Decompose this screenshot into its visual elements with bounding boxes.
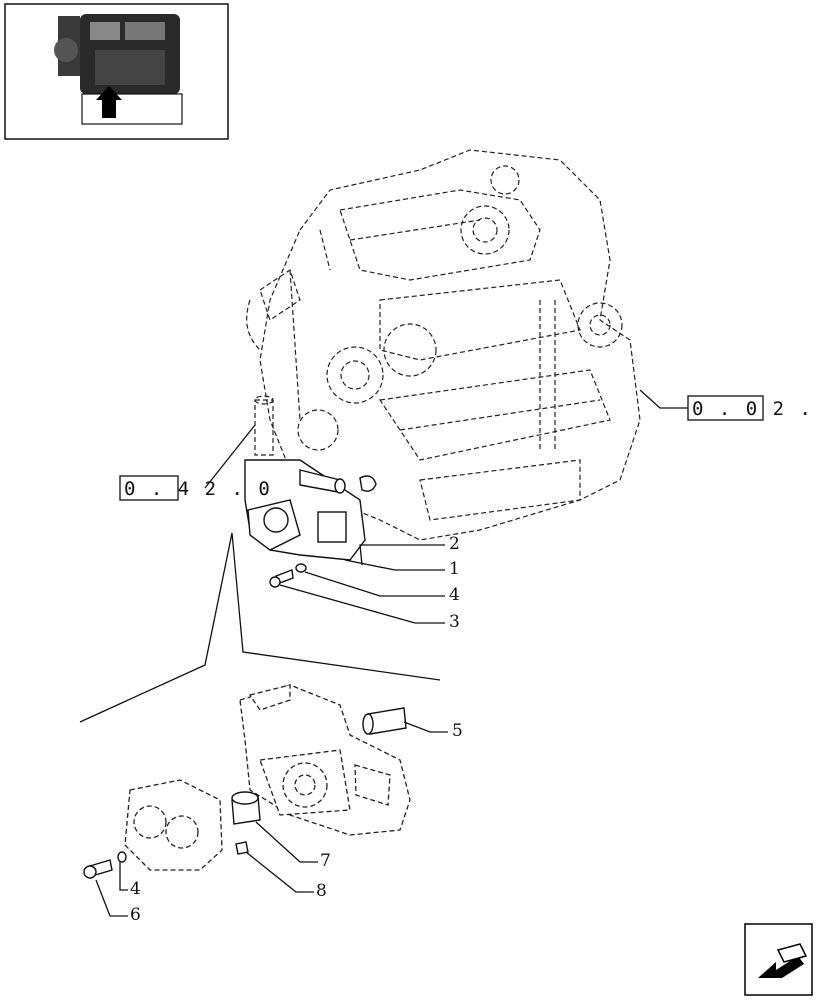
reference-0-02[interactable]: 0 . 0 2 . 1 / [639,389,820,421]
callout-4-lower: 4 [130,879,141,899]
callout-8: 8 [316,881,327,901]
callout-1: 1 [449,559,460,579]
location-arrow-icon [96,86,122,118]
next-page-arrow-icon[interactable] [744,923,813,996]
reference-0-42[interactable]: 0 . 4 2 . 0 [119,424,272,501]
exploded-pump-parts [83,684,411,879]
callout-6: 6 [130,905,141,925]
reference-label-0-02: 0 . 0 2 . 1 / [692,398,820,420]
engine-thumbnail[interactable] [4,3,229,140]
callout-labels: 2 1 4 3 5 7 8 4 6 [130,534,463,925]
leader-lines [95,544,448,917]
reference-label-0-42: 0 . 4 2 . 0 [124,478,272,500]
oil-pump-installed [244,395,377,588]
callout-7: 7 [320,851,331,871]
explosion-guide-lines [79,532,441,723]
engine-outline [246,149,641,541]
callout-3: 3 [449,612,460,632]
callout-4: 4 [449,585,460,605]
callout-5: 5 [452,721,463,741]
callout-2: 2 [449,534,460,554]
